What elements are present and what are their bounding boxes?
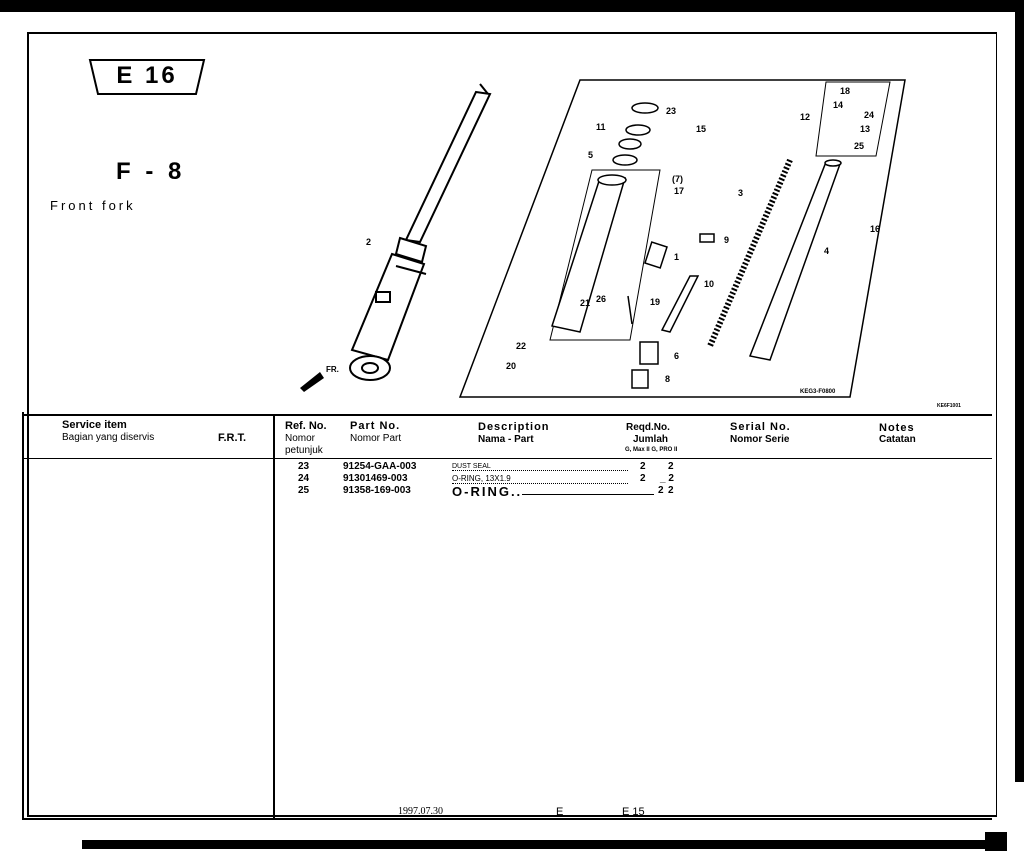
header-frt: F.R.T.: [218, 432, 247, 444]
callout: 23: [666, 106, 676, 116]
slider-drawing: [551, 174, 627, 333]
detail-box-12: [815, 81, 891, 157]
top-border: [0, 0, 1024, 12]
callout: 2: [366, 237, 371, 247]
table-divider: [273, 414, 275, 820]
header-serial-no-sub: Nomor Serie: [730, 434, 790, 445]
callout: 14: [833, 100, 843, 110]
callout: 10: [704, 279, 714, 289]
header-notes-sub: Catatan: [879, 434, 916, 445]
callout: 24: [864, 110, 874, 120]
corner-mark: [985, 832, 1007, 851]
fr-arrow: [300, 372, 324, 392]
callout: 9: [724, 235, 729, 245]
detail-boundary: [458, 79, 906, 398]
inner-boundary: [549, 169, 661, 341]
callout: 25: [854, 141, 864, 151]
header-ref-no-sub1: Nomor: [285, 433, 316, 444]
row-part: 91358-169-003: [343, 485, 411, 496]
seal-stack-drawing: [612, 102, 659, 166]
callout: 8: [665, 374, 670, 384]
fr-label: FR.: [326, 365, 339, 374]
page-frame: [27, 32, 997, 817]
row-qty-2: 2: [668, 461, 674, 472]
callout: 17: [674, 186, 684, 196]
callout: 1: [674, 252, 679, 262]
callout: 4: [824, 246, 829, 256]
damper-rod-drawing: [627, 233, 715, 389]
section-badge: E 16: [88, 58, 206, 96]
callout: 11: [596, 122, 606, 132]
callout: 12: [800, 112, 810, 122]
header-reqd-no-sub: Jumlah: [633, 434, 669, 445]
fork-assembly-drawing: [349, 83, 492, 381]
callout: 6: [674, 351, 679, 361]
parts-diagram: FR. KEG3-F0800 KE6F1001 23 11 15 5 (7): [300, 79, 961, 409]
badge-label: E 16: [116, 62, 178, 89]
figure-code: F - 8: [116, 158, 186, 185]
callout: 22: [516, 341, 526, 351]
callout: 13: [860, 124, 870, 134]
header-serial-no: Serial No.: [730, 421, 791, 433]
header-description: Description: [478, 421, 550, 433]
header-ref-no-sub2: petunjuk: [285, 445, 323, 456]
header-description-sub: Nama - Part: [478, 434, 534, 445]
figure-title: Front fork: [50, 198, 136, 213]
header-part-no-sub: Nomor Part: [350, 433, 402, 444]
row-qty-1: 2: [658, 485, 664, 496]
drawing-code: KEG3-F0800: [800, 389, 836, 395]
header-part-no: Part No.: [350, 420, 401, 432]
row-ref: 25: [298, 485, 310, 496]
header-notes: Notes: [879, 422, 915, 434]
header-reqd-no: Reqd.No.: [626, 422, 670, 433]
callout: 5: [588, 150, 593, 160]
row-desc: O-RING, 13X1.9: [452, 474, 628, 484]
callout: 21: [580, 298, 590, 308]
row-desc: O-RING..: [452, 484, 523, 499]
callout: 15: [696, 124, 706, 134]
row-qty-1: 2: [640, 461, 646, 472]
reference-code: KE6F1001: [937, 403, 961, 409]
outer-tube-drawing: [748, 159, 842, 361]
row-qty-2: _ 2: [660, 473, 674, 484]
callout-group: 23 11 15 5 (7) 17 3 12 18 14 24 13 25 16…: [366, 86, 880, 384]
row-part: 91254-GAA-003: [343, 461, 417, 472]
callout: 18: [840, 86, 850, 96]
footer-section: E: [556, 806, 564, 818]
header-ref-no: Ref. No.: [285, 420, 327, 432]
callout: 20: [506, 361, 516, 371]
callout: 3: [738, 188, 743, 198]
header-service-item-sub: Bagian yang diservis: [62, 432, 155, 443]
row-ref: 23: [298, 461, 310, 472]
row-qty-1: 2: [640, 473, 646, 484]
row-leader-line: [522, 494, 654, 495]
table-header-line: [22, 458, 992, 459]
footer-page: E 15: [622, 806, 645, 818]
table-bottom-line: [22, 818, 992, 820]
callout: 19: [650, 297, 660, 307]
spring-drawing: [707, 158, 793, 348]
bottom-border: [82, 840, 992, 849]
callout: 26: [596, 294, 606, 304]
table-top-line: [22, 414, 992, 416]
row-desc: DUST SEAL: [452, 463, 628, 471]
callout: (7): [672, 174, 683, 184]
row-part: 91301469-003: [343, 473, 408, 484]
footer-date: 1997.07.30: [398, 806, 443, 817]
table-left-line: [22, 412, 24, 818]
row-ref: 24: [298, 473, 310, 484]
header-reqd-no-sub2: G, Max II G, PRO II: [625, 447, 678, 453]
header-service-item: Service item: [62, 419, 127, 431]
badge-shape: [88, 59, 206, 95]
callout: 16: [870, 224, 880, 234]
right-border: [1015, 12, 1024, 782]
row-qty-2: 2: [668, 485, 674, 496]
